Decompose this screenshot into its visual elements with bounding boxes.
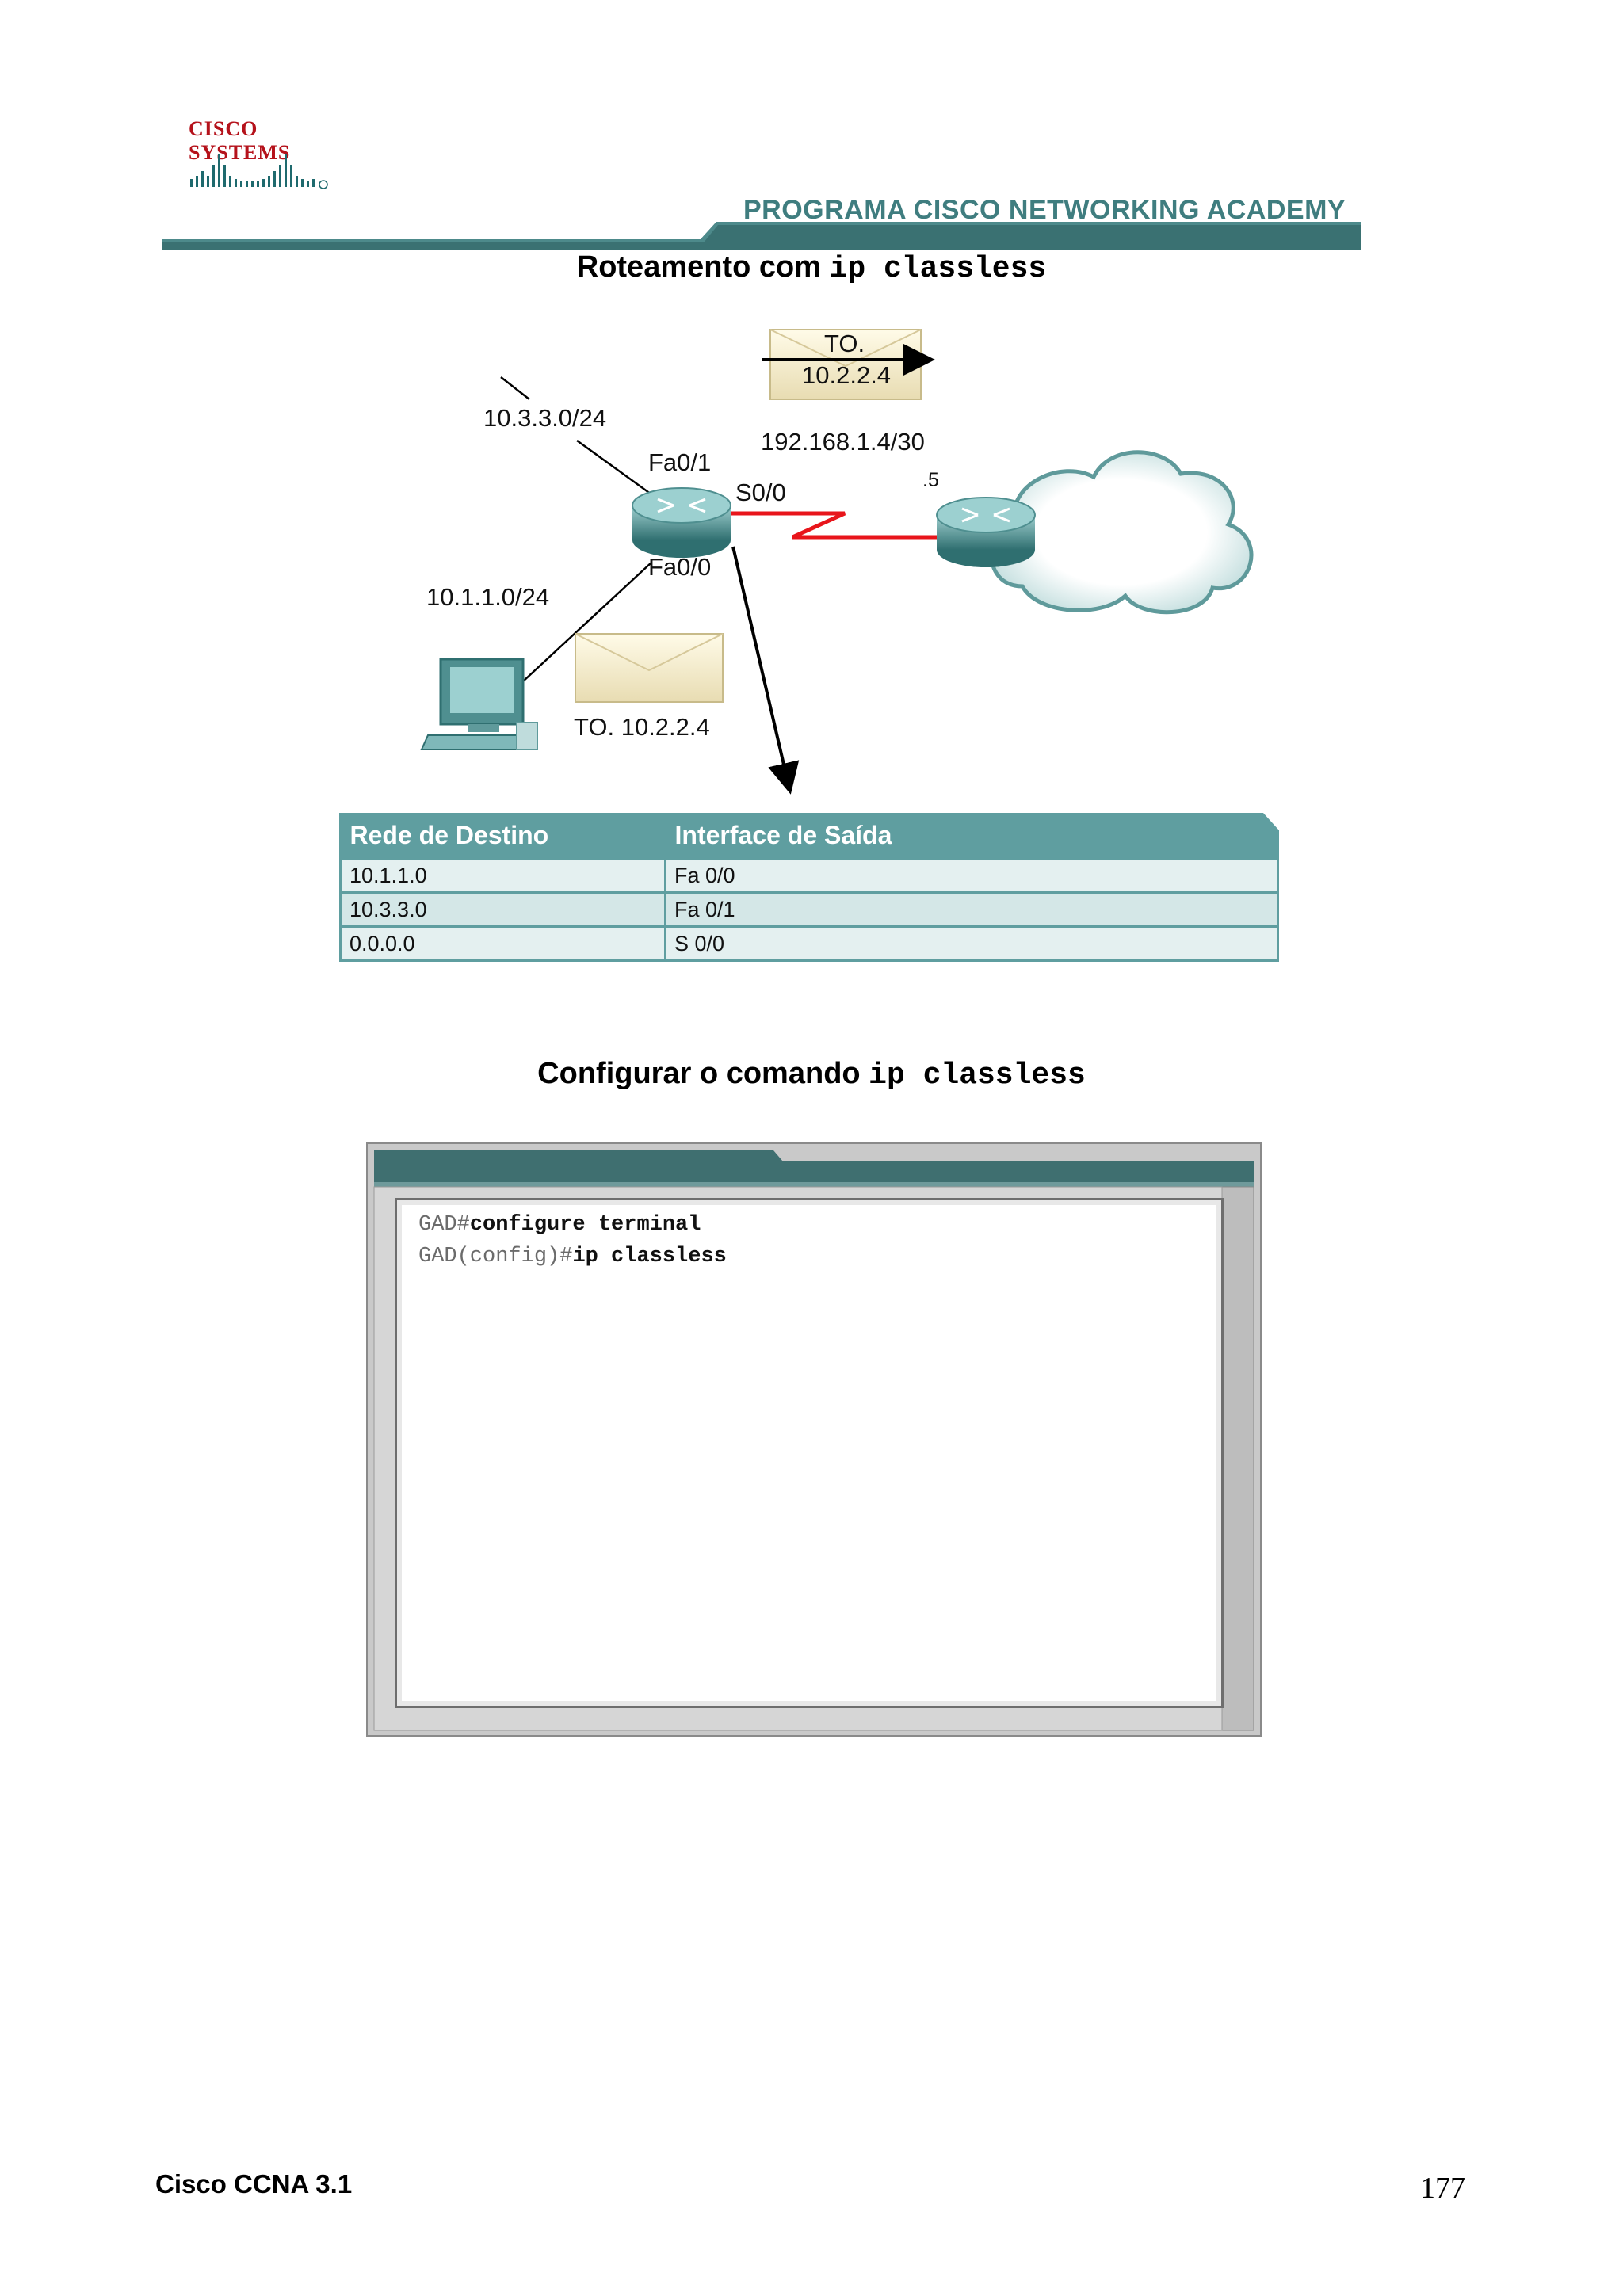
table-cell-destination: 0.0.0.0: [339, 925, 666, 962]
envelope-top-icon: [769, 329, 922, 400]
logo-text: CISCO SYSTEMS: [189, 117, 291, 164]
page-number: 177: [1420, 2172, 1465, 2205]
terminal-output: GAD#configure terminal GAD(config)#ip cl…: [418, 1209, 727, 1272]
interface-label-fa00: Fa0/0: [648, 553, 712, 581]
terminal-command: ip classless: [572, 1245, 727, 1268]
terminal-line: GAD#configure terminal: [418, 1209, 727, 1241]
section-title-routing: Roteamento com ip classless: [0, 250, 1623, 286]
academy-title: PROGRAMA CISCO NETWORKING ACADEMY: [743, 195, 1346, 225]
router-icon: rect x="798" y="258" width="124" height=…: [632, 487, 731, 558]
section-title-code: ip classless: [869, 1058, 1086, 1093]
host-suffix-label: .5: [922, 469, 939, 491]
table-row: 10.1.1.0 Fa 0/0: [339, 857, 1279, 894]
table-row: 0.0.0.0 S 0/0: [339, 925, 1279, 962]
network-label-fa01: 10.3.3.0/24: [483, 404, 607, 432]
terminal-prompt: GAD#: [418, 1213, 470, 1237]
router-icon-remote: [936, 497, 1036, 567]
cisco-bridge-icon: [190, 154, 328, 189]
terminal-window: GAD#configure terminal GAD(config)#ip cl…: [366, 1142, 1262, 1737]
terminal-command: configure terminal: [469, 1213, 701, 1237]
interface-label-fa01: Fa0/1: [648, 448, 712, 476]
table-cell-interface: S 0/0: [664, 925, 1279, 962]
routing-table: Rede de Destino Interface de Saída 10.1.…: [339, 813, 1279, 962]
envelope-top-line2: 10.2.2.4: [802, 361, 892, 389]
network-label-fa00: 10.1.1.0/24: [426, 583, 550, 611]
section-title-code: ip classless: [829, 252, 1047, 286]
section-title-configure: Configurar o comando ip classless: [0, 1057, 1623, 1093]
terminal-screen: [395, 1198, 1224, 1708]
terminal-line: GAD(config)#ip classless: [418, 1241, 727, 1272]
table-header-bg: [339, 813, 1279, 859]
table-cell-destination: 10.1.1.0: [339, 857, 666, 894]
table-cell-interface: Fa 0/0: [664, 857, 1279, 894]
terminal-prompt: GAD(config)#: [418, 1245, 573, 1268]
cisco-systems-logo: CISCO SYSTEMS: [189, 117, 331, 196]
table-row: 10.3.3.0 Fa 0/1: [339, 891, 1279, 928]
pc-icon: [420, 658, 538, 750]
interface-label-s00: S0/0: [735, 479, 786, 506]
section-title-text: Configurar o comando: [537, 1057, 869, 1090]
column-header-destination: Rede de Destino: [349, 820, 549, 849]
footer-course-title: Cisco CCNA 3.1: [155, 2169, 353, 2199]
column-header-interface: Interface de Saída: [674, 820, 892, 849]
envelope-top-line1: TO.: [824, 330, 865, 357]
envelope-bottom-label: TO. 10.2.2.4: [574, 713, 710, 741]
network-label-serial: 192.168.1.4/30: [761, 428, 925, 456]
table-cell-destination: 10.3.3.0: [339, 891, 666, 928]
header-band: [162, 222, 1361, 250]
network-diagram: rect x="798" y="258" width="124" height=…: [0, 301, 1623, 808]
table-cell-interface: Fa 0/1: [664, 891, 1279, 928]
section-title-text: Roteamento com: [576, 250, 830, 284]
envelope-bottom-icon: [575, 633, 724, 703]
